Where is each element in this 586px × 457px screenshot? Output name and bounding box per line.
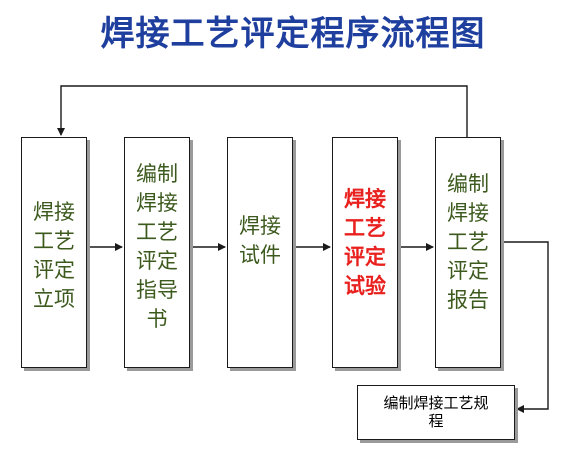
step-2-line-4: 评定 [136, 249, 178, 273]
step-box-3 [227, 137, 293, 368]
step-4-line-2: 工艺 [344, 215, 386, 240]
step-box-5 [435, 137, 501, 368]
step-3-line-2: 试件 [239, 243, 281, 267]
step-2-line-5: 指导 [136, 278, 178, 302]
diagram-title: 焊接工艺评定程序流程图 [100, 14, 486, 54]
step-box-1 [21, 137, 87, 368]
feedback-loop-arrow [57, 85, 468, 137]
step-text-1: 焊接 工艺 评定 立项 [21, 198, 87, 314]
step-text-3: 焊接 试件 [227, 212, 293, 270]
step-box-4 [332, 137, 398, 368]
step-4-line-1: 焊接 [344, 186, 386, 211]
step-1-line-4: 立项 [33, 287, 75, 311]
step-5-line-1: 编制 [447, 172, 489, 196]
result-line-2: 程 [428, 412, 444, 430]
step-text-5: 编制 焊接 工艺 评定 报告 [435, 170, 501, 315]
result-box: 编制焊接工艺规 程 [357, 385, 515, 440]
step-4-line-3: 评定 [344, 244, 386, 269]
step-1-line-1: 焊接 [33, 200, 75, 224]
step-4-line-4: 试验 [344, 273, 386, 298]
step-text-2: 编制 焊接 工艺 评定 指导 书 [124, 160, 190, 334]
step-2-line-3: 工艺 [136, 220, 178, 244]
step-5-line-3: 工艺 [447, 230, 489, 254]
step-box-2 [124, 137, 190, 368]
step-1-line-3: 评定 [33, 258, 75, 282]
step-1-line-2: 工艺 [33, 229, 75, 253]
step-2-line-2: 焊接 [136, 191, 178, 215]
step-5-line-4: 评定 [447, 259, 489, 283]
step-5-line-5: 报告 [447, 288, 489, 312]
result-line-1: 编制焊接工艺规 [383, 394, 489, 412]
step-5-line-2: 焊接 [447, 201, 489, 225]
result-text: 编制焊接工艺规 程 [358, 394, 514, 430]
step-3-line-1: 焊接 [239, 214, 281, 238]
arrow-step5-to-result [501, 241, 549, 413]
step-2-line-1: 编制 [136, 162, 178, 186]
step-2-line-6: 书 [146, 307, 168, 331]
step-text-4: 焊接 工艺 评定 试验 [332, 184, 398, 300]
